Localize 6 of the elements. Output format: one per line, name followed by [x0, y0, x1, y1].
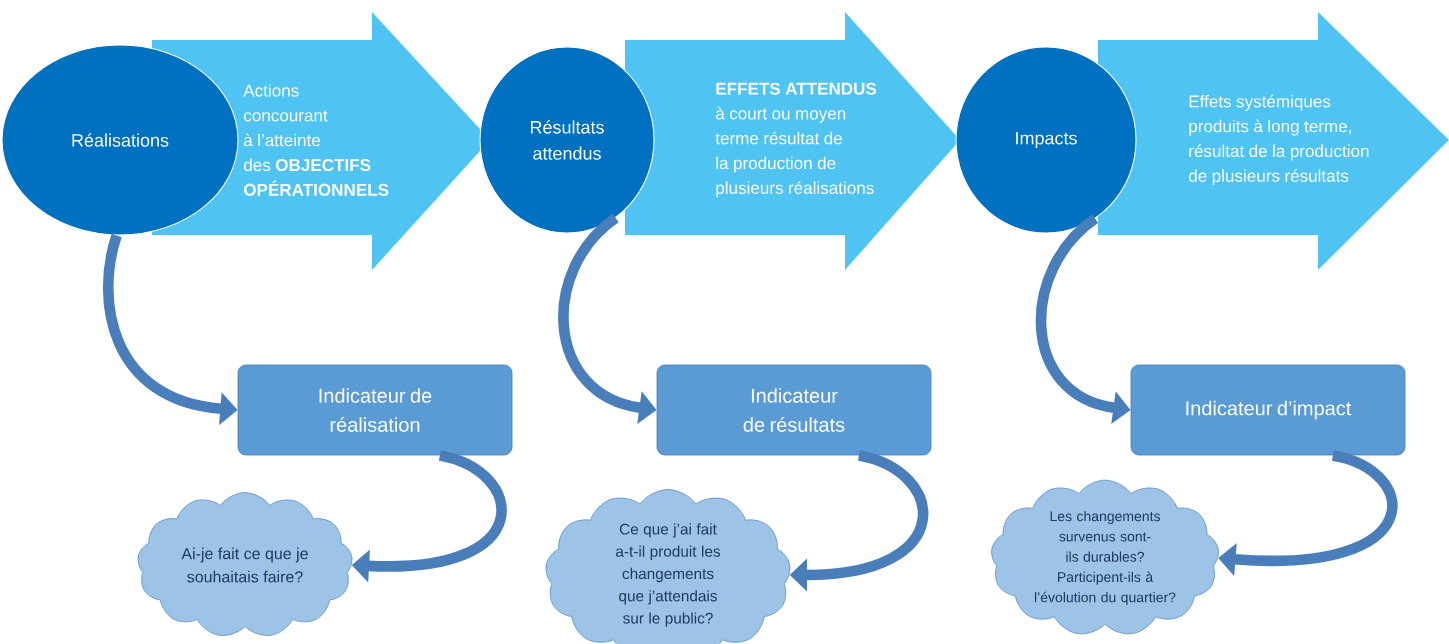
thought-cloud: Les changements survenus sont-ils durables? Participent-ils à l’évolution du quartier? — [991, 479, 1219, 635]
indicator-box: Indicateur de résultats — [656, 364, 932, 456]
indicator-box: Indicateur d’impact — [1130, 364, 1406, 456]
indicator-box: Indicateur de réalisation — [237, 364, 513, 456]
thought-cloud: Ce que j’ai fait a-t-il produit les changements que j’attendais sur le public? — [545, 489, 791, 644]
thought-cloud: Ai-je fait ce que je souhaitais faire? — [137, 492, 353, 636]
